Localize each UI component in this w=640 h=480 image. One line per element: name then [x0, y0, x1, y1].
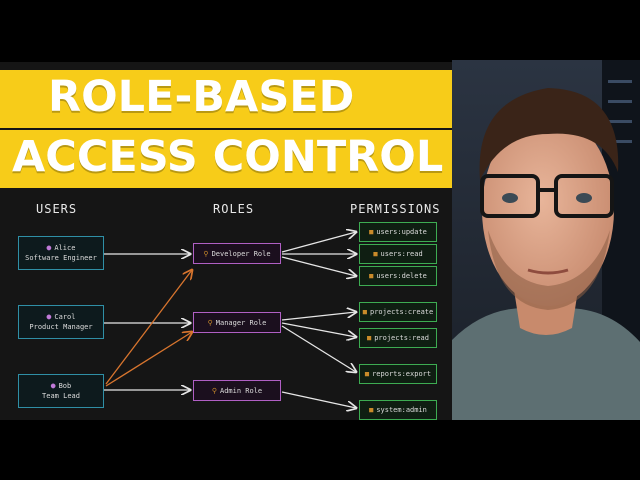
role-label: Developer Role	[211, 249, 271, 258]
arrow-bob-manager	[105, 332, 192, 387]
permission-node-projects-create: ■projects:create	[359, 302, 437, 322]
permission-node-system-admin: ■system:admin	[359, 400, 437, 420]
permission-label: users:update	[376, 228, 427, 236]
title-banner-top	[0, 70, 520, 128]
diagram-arrows	[104, 62, 640, 420]
user-title: Team Lead	[42, 392, 80, 400]
lock-icon: ■	[366, 334, 372, 342]
roles-header: ROLES	[213, 202, 255, 216]
arrow-admin-system-admin	[281, 391, 356, 408]
arrow-manager-reports-export	[281, 325, 356, 372]
permission-label: reports:export	[372, 370, 432, 378]
permission-node-reports-export: ■reports:export	[359, 364, 437, 384]
user-title: Software Engineer	[25, 254, 97, 262]
user-icon: ●	[46, 312, 52, 321]
title-line-2: ACCESS CONTROL	[12, 132, 444, 182]
permission-node-users-read: ■users:read	[359, 244, 437, 264]
user-name: Carol	[54, 313, 76, 321]
lock-icon: ■	[369, 228, 374, 236]
user-name: Alice	[54, 244, 76, 252]
permission-node-users-update: ■users:update	[359, 222, 437, 242]
permission-label: users:read	[380, 250, 423, 258]
arrow-bob-developer	[105, 270, 192, 385]
permission-node-projects-read: ■projects:read	[359, 328, 437, 348]
user-node-carol: ●Carol Product Manager	[18, 305, 104, 339]
arrow-manager-projects-create	[281, 312, 356, 321]
lock-icon: ■	[362, 308, 367, 316]
permission-label: system:admin	[376, 406, 427, 414]
arrow-developer-users-delete	[281, 256, 356, 276]
user-node-alice: ●Alice Software Engineer	[18, 236, 104, 270]
role-node-manager: ⚲Manager Role	[193, 312, 281, 333]
permission-label: users:delete	[376, 272, 427, 280]
key-icon: ⚲	[211, 386, 217, 395]
presenter-photo	[452, 60, 640, 420]
role-label: Admin Role	[219, 386, 263, 395]
lock-icon: ■	[369, 406, 374, 414]
arrow-manager-projects-read	[281, 322, 356, 337]
title-line-1: ROLE-BASED	[48, 72, 355, 122]
lock-icon: ■	[364, 370, 370, 378]
key-icon: ⚲	[203, 249, 209, 258]
role-node-developer: ⚲Developer Role	[193, 243, 281, 264]
user-title: Product Manager	[29, 323, 93, 331]
lock-icon: ■	[369, 272, 374, 280]
permissions-header: PERMISSIONS	[350, 202, 441, 216]
user-icon: ●	[50, 381, 56, 390]
users-header: USERS	[36, 202, 78, 216]
role-node-admin: ⚲Admin Role	[193, 380, 281, 401]
permission-label: projects:create	[370, 308, 434, 316]
role-label: Manager Role	[215, 318, 267, 327]
user-name: Bob	[58, 382, 72, 390]
user-node-bob: ●Bob Team Lead	[18, 374, 104, 408]
permission-label: projects:read	[374, 334, 429, 342]
key-icon: ⚲	[207, 318, 213, 327]
user-icon: ●	[46, 243, 52, 252]
arrow-developer-users-update	[281, 232, 356, 253]
permission-node-users-delete: ■users:delete	[359, 266, 437, 286]
title-banner-bottom	[0, 130, 475, 188]
lock-icon: ■	[373, 250, 378, 258]
